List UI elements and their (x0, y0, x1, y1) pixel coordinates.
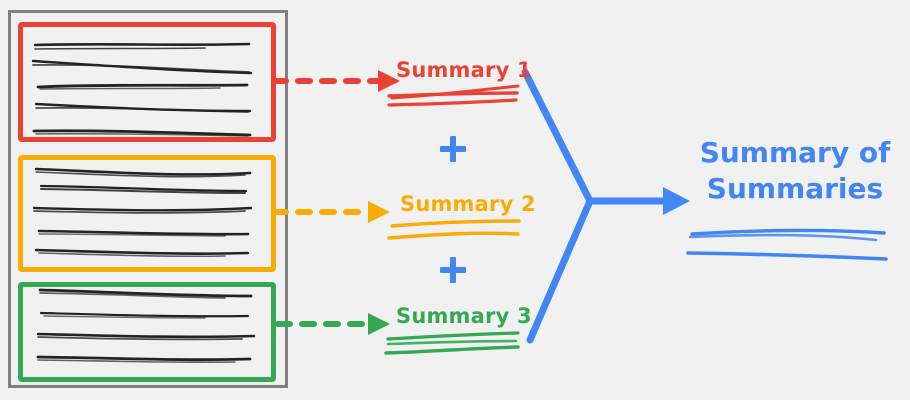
plus-icon-1 (440, 136, 466, 162)
plus-icon-2 (440, 257, 466, 283)
summary-of-summaries-title[interactable]: Summary of Summaries (690, 135, 900, 207)
final-summary-strokes (686, 228, 888, 261)
summary-3-strokes (384, 331, 520, 355)
summary-3-label[interactable]: Summary 3 (396, 304, 532, 328)
arrow-chunk-2-to-summary-2 (271, 201, 390, 223)
arrow-chunk-1-to-summary-1 (271, 70, 400, 92)
merge-arrow-head (663, 187, 690, 215)
chunk-1-text-lines (31, 42, 253, 137)
chunk-2-text-lines (32, 167, 253, 258)
merge-connector-lines (521, 68, 672, 344)
arrow-chunk-3-to-summary-3 (275, 313, 390, 335)
summary-1-strokes (387, 84, 520, 107)
final-title-line-2: Summaries (706, 171, 884, 205)
source-document-frame (8, 10, 288, 388)
document-chunk-3[interactable] (18, 282, 276, 382)
summary-1-label[interactable]: Summary 1 (396, 58, 532, 82)
chunk-3-text-lines (36, 288, 256, 364)
final-title-line-1: Summary of (699, 136, 891, 169)
summary-2-strokes (387, 219, 521, 240)
summary-2-label[interactable]: Summary 2 (400, 192, 536, 216)
